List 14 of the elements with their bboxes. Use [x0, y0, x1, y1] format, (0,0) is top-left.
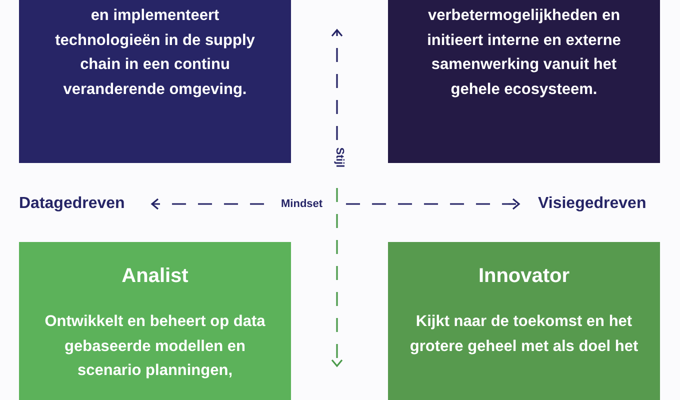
card-description: verbetermogelijkheden en initieert interne en externe samenwerking vanuit het gehele ecosysteem. — [426, 6, 622, 100]
quadrant-card — [19, 242, 291, 400]
quadrant-card — [388, 242, 660, 400]
card-description: Kijkt naar de toekomst en het grotere geheel met als doel het — [408, 312, 640, 356]
axis-label: Datagedreven — [19, 196, 125, 212]
card-title: Analist — [122, 264, 188, 288]
axis-label: Mindset — [281, 199, 323, 210]
card-description: en implementeert technologieën in de supply chain in een continu veranderende omgeving. — [54, 6, 256, 100]
card-title: Innovator — [478, 264, 570, 288]
axis-label: Stijl — [334, 147, 345, 168]
quadrant-card — [19, 0, 291, 163]
axis-label: Visiegedreven — [538, 196, 646, 212]
quadrant-card — [388, 0, 660, 163]
card-description: Ontwikkelt en beheert op data gebaseerde modellen en scenario planningen, — [44, 312, 266, 381]
